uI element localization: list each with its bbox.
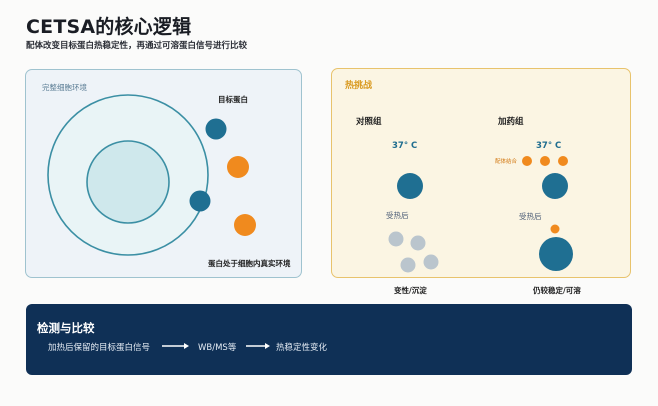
page-title: CETSA的核心逻辑 [26,16,192,38]
detection-panel [26,304,632,375]
ligand-binding-label: 配体结合 [495,159,518,165]
arrow-right-icon [246,343,270,349]
ligand-2 [234,214,256,236]
denatured-protein-2 [410,235,426,251]
control-heated-label: 受热后 [386,211,409,220]
page-subtitle: 配体改变目标蛋白热稳定性，再通过可溶蛋白信号进行比较 [26,41,248,51]
heat-challenge-title: 热挑战 [345,81,373,91]
bound-ligand [550,224,560,234]
stable-protein [539,237,573,271]
stable-label: 仍较稳定/可溶 [533,286,581,295]
drug-temperature: 37° C [536,141,562,151]
denatured-protein-4 [423,254,439,270]
ligand-small-3 [558,156,568,166]
flow-step-method: WB/MS等 [198,343,237,353]
denatured-protein-1 [388,231,404,247]
heat-challenge-panel [331,68,631,278]
flow-step-result: 热稳定性变化 [276,343,328,353]
target-protein-on-membrane [189,190,211,212]
ligand-small-2 [540,156,550,166]
denatured-protein-3 [400,257,416,273]
cell-panel-label: 完整细胞环境 [42,83,87,92]
environment-label: 蛋白处于细胞内真实环境 [208,259,291,268]
target-protein-label: 目标蛋白 [218,95,248,104]
arrow-right-icon [162,343,189,349]
drug-heated-label: 受热后 [519,212,542,221]
ligand-1 [227,156,249,178]
control-group-label: 对照组 [356,117,382,127]
denatured-label: 变性/沉淀 [394,286,427,295]
flow-step-signal: 加热后保留的目标蛋白信号 [48,343,151,353]
control-temperature: 37° C [392,141,418,151]
drug-group-label: 加药组 [498,117,524,127]
control-protein [397,173,423,199]
cell-nucleus [86,140,170,224]
drug-protein [542,173,568,199]
target-protein-1 [205,118,227,140]
ligand-small-1 [522,156,532,166]
detection-title: 检测与比较 [37,321,95,335]
